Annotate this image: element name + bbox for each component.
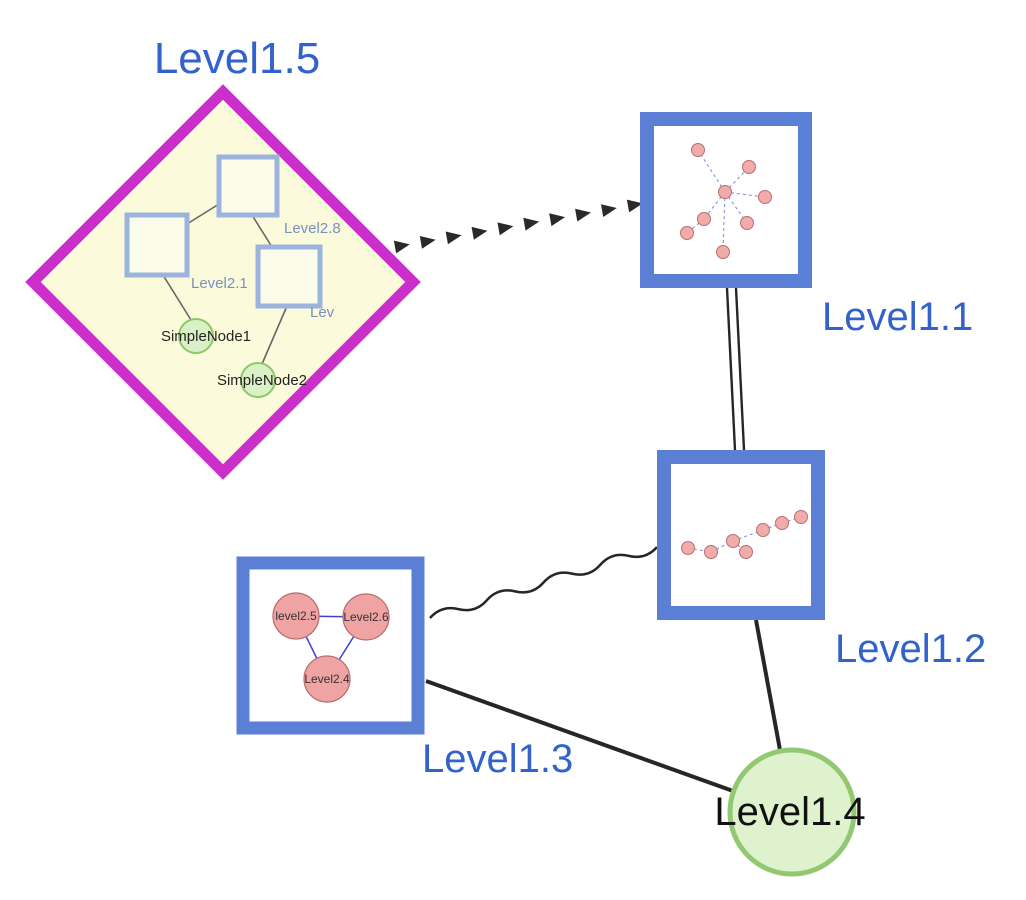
inner-edge-a-c [251,214,273,248]
mini-node[interactable] [740,216,754,230]
node-level1-3[interactable]: level2.5 Level2.6 Level2.4 [236,556,425,735]
mini-node[interactable] [704,545,718,559]
mini-node[interactable] [758,190,772,204]
label-level2-truncated: Lev [310,304,335,321]
label-level2-6: Level2.6 [343,610,389,624]
mini-node[interactable] [775,516,789,530]
inner-edge-b-simplenode1 [162,274,192,321]
label-level1-5: Level1.5 [154,34,320,83]
node-level2-x[interactable] [255,244,323,309]
node-level1-1[interactable] [640,112,812,288]
mini-node[interactable] [794,510,808,524]
inner-edge-a-b [186,203,220,225]
level1-1-inner-graph [680,143,772,259]
mini-edge [722,191,726,253]
edge-level1-1-to-level1-2[interactable] [725,287,746,451]
edge-level1-5-to-level1-1[interactable] [393,196,644,254]
node-simplenode1[interactable] [178,318,214,354]
mini-node[interactable] [742,160,756,174]
label-level1-2: Level1.2 [835,627,986,671]
level1-3-frame[interactable] [236,556,425,735]
edge-level1-3-to-level1-4[interactable] [425,679,734,793]
mini-node[interactable] [718,185,732,199]
node-level2-5[interactable] [272,592,320,640]
mini-node[interactable] [716,245,730,259]
mini-node[interactable] [726,534,740,548]
label-level2-4: Level2.4 [304,672,350,686]
node-simplenode2[interactable] [240,362,276,398]
label-level1-1: Level1.1 [822,295,973,339]
node-level2-8[interactable] [216,154,280,218]
inner-edge-c-simplenode2 [261,305,288,365]
mini-node[interactable] [681,541,695,555]
node-level2-6[interactable] [342,593,390,641]
label-level2-1: Level2.1 [191,275,248,292]
node-level1-2[interactable] [657,450,825,620]
diamond-shape[interactable] [25,84,421,480]
label-level2-5: level2.5 [275,609,317,623]
mini-edge [697,149,726,193]
node-level1-5[interactable]: Level2.8 Level2.1 Lev SimpleNode1 Simple… [25,84,421,480]
mini-node[interactable] [697,212,711,226]
mini-node[interactable] [691,143,705,157]
edge-level1-2-to-level1-4[interactable] [754,619,782,751]
mini-node[interactable] [680,226,694,240]
edge-level1-3-to-level1-2[interactable] [429,546,658,619]
node-level2-1[interactable] [124,212,190,278]
label-simplenode2: SimpleNode2 [217,372,307,389]
level1-2-inner-graph [681,510,808,559]
level1-2-frame[interactable] [657,450,825,620]
label-level2-8: Level2.8 [284,220,341,237]
level1-3-inner-graph: level2.5 Level2.6 Level2.4 [272,592,390,703]
node-level2-4[interactable] [303,655,351,703]
mini-node[interactable] [739,545,753,559]
label-level1-4: Level1.4 [714,790,865,834]
label-simplenode1: SimpleNode1 [161,328,251,345]
label-level1-3: Level1.3 [422,737,573,781]
node-level1-4[interactable] [727,747,857,877]
mini-node[interactable] [756,523,770,537]
